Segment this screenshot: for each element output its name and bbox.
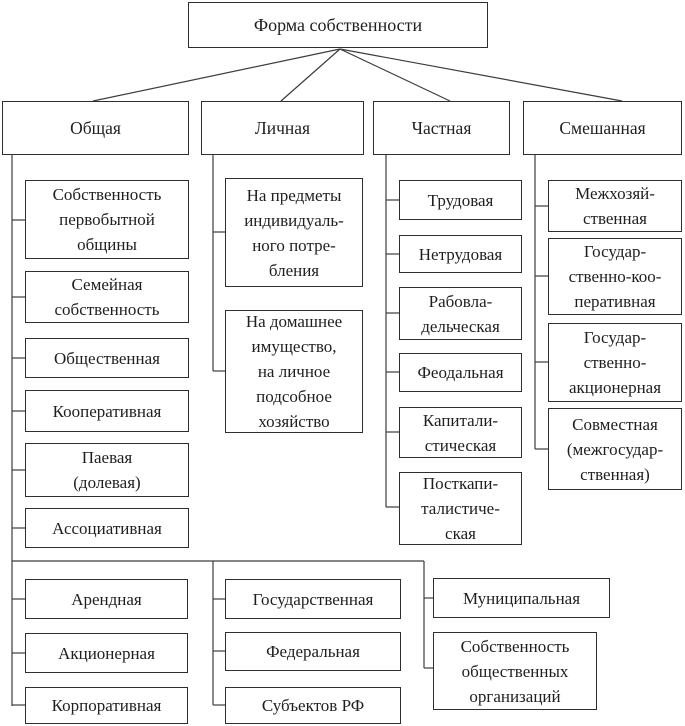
node-na-predmety-individualnogo-potrebleniya: На предметы индивидуаль- ного потре- бле…: [225, 178, 363, 287]
node-rabovladelcheskaya: Рабовла- дельческая: [399, 287, 522, 340]
node-obshchestvennaya: Общественная: [25, 338, 189, 378]
node-kooperativnaya: Кооперативная: [25, 390, 189, 432]
node-gosudarstvennaya: Государственная: [225, 579, 401, 619]
node-semeynaya-sobstvennost: Семейная собственность: [25, 271, 189, 323]
node-na-domashneye-imushchestvo: На домашнее имущество, на личное подсобн…: [225, 310, 363, 433]
node-payevaya-dolevaya: Паевая (долевая): [25, 443, 189, 497]
node-sobstvennost-obshchestvennykh-organizatsiy: Собственность общественных организаций: [433, 632, 597, 710]
node-lichnaya: Личная: [201, 101, 364, 155]
node-aktsionernaya: Акционерная: [25, 633, 188, 673]
node-assotsiativnaya: Ассоциативная: [25, 508, 189, 548]
node-sobstvennost-pervobytnoy-obshchiny: Собственность первобытной общины: [25, 180, 189, 259]
node-subyektov-rf: Субъектов РФ: [225, 687, 401, 724]
node-netrudovaya: Нетрудовая: [399, 235, 522, 273]
node-trudovaya: Трудовая: [399, 180, 522, 220]
node-obshchaya: Общая: [2, 101, 189, 155]
node-korporativnaya: Корпоративная: [25, 687, 188, 724]
node-gosudarstvenno-kooperativnaya: Государ- ственно-коо- перативная: [548, 238, 682, 315]
node-postkapitalisticheskaya: Посткапи- талистиче- ская: [399, 472, 522, 545]
node-chastnaya: Частная: [373, 101, 510, 155]
node-gosudarstvenno-aktsionernaya: Государ- ственно- акционерная: [548, 323, 682, 402]
node-federalnaya: Федеральная: [225, 632, 401, 671]
node-munitsipalnaya: Муниципальная: [433, 578, 610, 618]
node-kapitalisticheskaya: Капитали- стическая: [399, 407, 522, 458]
node-mezhkhozyaystvennaya: Межхозяй- ственная: [548, 180, 682, 232]
node-arendnaya: Арендная: [25, 579, 188, 619]
node-smeshannaya: Смешанная: [523, 101, 682, 155]
node-sovmestnaya-mezhgosudarstvennaya: Совместная (межгосудар- ственная): [548, 408, 682, 490]
node-forma-sobstvennosti: Форма собственности: [188, 2, 488, 48]
node-feodalnaya: Феодальная: [399, 353, 522, 392]
